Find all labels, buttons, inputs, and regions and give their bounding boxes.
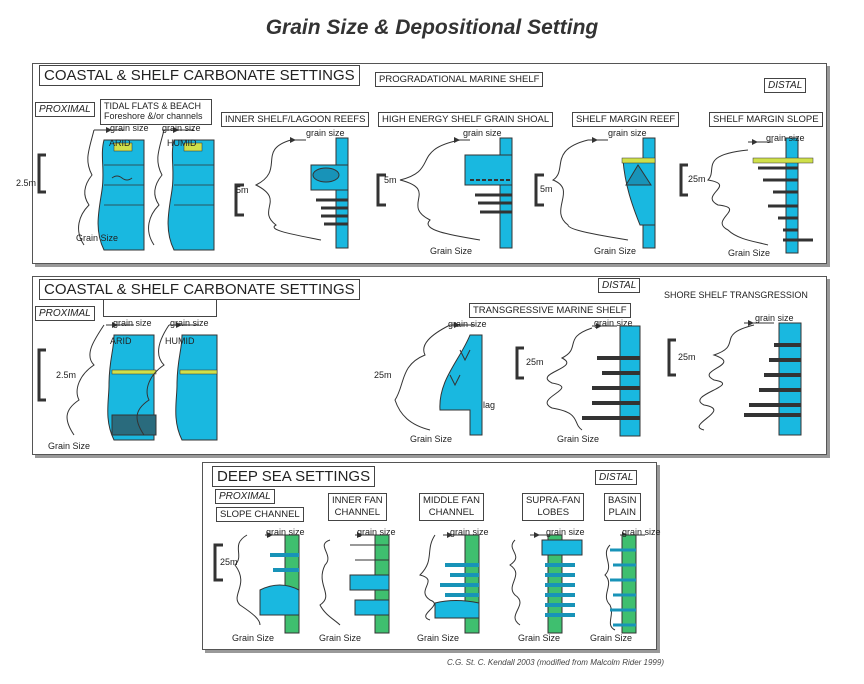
panel2-shelf-b-grain-size-top: grain size xyxy=(594,318,633,328)
panel1-title: COASTAL & SHELF CARBONATE SETTINGS xyxy=(39,65,360,86)
panel1-tidal-line2: Foreshore &/or channels xyxy=(104,111,203,121)
panel3-title: DEEP SEA SETTINGS xyxy=(212,466,376,487)
panel3-basin-grain-size-bottom: Grain Size xyxy=(590,633,633,643)
panel2-shore-label: SHORE SHELF TRANSGRESSION xyxy=(664,290,808,300)
panel2-shelf-b-drawing xyxy=(515,323,641,437)
panel-coastal-shelf-progradational xyxy=(32,63,827,264)
panel1-setting-label-1: HIGH ENERGY SHELF GRAIN SHOAL xyxy=(378,112,554,127)
panel3-inner-fan-grain-size-top: grain size xyxy=(357,527,396,537)
panel3-setting-label-4: BASIN PLAIN xyxy=(604,493,641,521)
panel2-arid-label: ARID xyxy=(110,336,132,346)
panel2-transgressive-label: TRANSGRESSIVE MARINE SHELF xyxy=(469,303,631,318)
panel2-tidal-scale: 2.5m xyxy=(56,370,77,380)
panel2-shelf-b-scale: 25m xyxy=(526,357,544,367)
panel2-shelf-b-grain-size-bottom: Grain Size xyxy=(557,434,600,444)
panel1-humid-grain-size-top: grain size xyxy=(162,123,201,133)
panel3-slope-grain-size-top: grain size xyxy=(266,527,305,537)
panel1-subtitle: PROGRADATIONAL MARINE SHELF xyxy=(375,72,544,87)
panel3-scale: 25m xyxy=(220,557,238,567)
panel1-margin-reef-grain-size-top: grain size xyxy=(608,128,647,138)
panel1-grain-shoal-grain-size-bottom: Grain Size xyxy=(430,246,473,256)
panel1-setting-label-0: INNER SHELF/LAGOON REEFS xyxy=(221,112,370,127)
panel1-margin-slope-grain-size-bottom: Grain Size xyxy=(728,248,771,258)
panel1-setting-label-2: SHELF MARGIN REEF xyxy=(572,112,680,127)
panel2-transgressive-scale: 25m xyxy=(374,370,392,380)
panel3-inner-fan-grain-size-bottom: Grain Size xyxy=(319,633,362,643)
panel3-middle-fan-grain-size-top: grain size xyxy=(450,527,489,537)
panel1-tidal-grain-size-bottom: Grain Size xyxy=(76,233,119,243)
panel2-shore-grain-size-top: grain size xyxy=(755,313,794,323)
panel1-tidal-box: TIDAL FLATS & BEACH Foreshore &/or chann… xyxy=(100,99,212,125)
panel1-setting-label-3: SHELF MARGIN SLOPE xyxy=(709,112,823,127)
panel1-proximal-label: PROXIMAL xyxy=(35,102,95,117)
panel1-margin-slope-grain-size-top: grain size xyxy=(766,133,805,143)
panel3-middle-fan-grain-size-bottom: Grain Size xyxy=(417,633,460,643)
panel1-margin-slope-scale: 25m xyxy=(688,174,706,184)
panel3-proximal-label: PROXIMAL xyxy=(215,489,275,504)
panel3-supra-fan-grain-size-bottom: Grain Size xyxy=(518,633,561,643)
panel1-margin-reef-drawing xyxy=(534,137,656,249)
panel1-inner-shelf-drawing xyxy=(234,137,349,249)
credit-line: C.G. St. C. Kendall 2003 (modified from … xyxy=(447,658,664,667)
panel1-inner-shelf-scale: 5m xyxy=(236,185,249,195)
panel2-tidal-drawing xyxy=(37,322,218,441)
panel3-supra-fan-grain-size-top: grain size xyxy=(546,527,585,537)
panel2-title: COASTAL & SHELF CARBONATE SETTINGS xyxy=(39,279,360,300)
panel2-tidal-grain-size-bottom: Grain Size xyxy=(48,441,91,451)
panel1-margin-reef-scale: 5m xyxy=(540,184,553,194)
panel1-humid-label: HUMID xyxy=(167,138,197,148)
panel2-proximal-label: PROXIMAL xyxy=(35,306,95,321)
panel1-tidal-scale: 2.5m xyxy=(16,178,37,188)
panel2-humid-grain-size-top: grain size xyxy=(170,318,209,328)
panel3-slope-grain-size-bottom: Grain Size xyxy=(232,633,275,643)
panel1-arid-label: ARID xyxy=(109,138,131,148)
panel2-transgressive-grain-size-top: grain size xyxy=(448,319,487,329)
panel1-grain-shoal-drawing xyxy=(376,137,513,249)
panel2-transgressive-drawing xyxy=(394,322,483,436)
panel2-shore-scale: 25m xyxy=(678,352,696,362)
panel3-setting-label-0: SLOPE CHANNEL xyxy=(216,507,304,522)
panel1-arid-grain-size-top: grain size xyxy=(110,123,149,133)
panel3-basin-grain-size-top: grain size xyxy=(622,527,661,537)
panel2-transgressive-grain-size-bottom: Grain Size xyxy=(410,434,453,444)
panel2-humid-label: HUMID xyxy=(165,336,195,346)
panel3-setting-label-2: MIDDLE FAN CHANNEL xyxy=(419,493,485,521)
main-title: Grain Size & Depositional Setting xyxy=(265,16,599,39)
panel1-margin-slope-drawing xyxy=(679,137,814,254)
panel3-distal-label: DISTAL xyxy=(595,470,638,485)
panel1-grain-shoal-scale: 5m xyxy=(384,175,397,185)
panel3-setting-label-1: INNER FAN CHANNEL xyxy=(328,493,387,521)
panel1-inner-shelf-grain-size-top: grain size xyxy=(306,128,345,138)
panel3-setting-label-3: SUPRA-FAN LOBES xyxy=(522,493,585,521)
panel1-distal-label: DISTAL xyxy=(764,78,807,93)
panel2-lag-label: lag xyxy=(483,400,496,410)
panel3-deep-sea-drawing xyxy=(213,532,645,634)
panel2-shore-drawing xyxy=(667,320,802,436)
panel1-margin-reef-grain-size-bottom: Grain Size xyxy=(594,246,637,256)
panel1-tidal-line1: TIDAL FLATS & BEACH xyxy=(104,101,202,111)
panel2-empty-box xyxy=(103,299,217,317)
panel2-distal-label: DISTAL xyxy=(598,278,641,293)
panel2-arid-grain-size-top: grain size xyxy=(113,318,152,328)
panel1-tidal-drawing xyxy=(37,127,215,251)
panel1-grain-shoal-grain-size-top: grain size xyxy=(463,128,502,138)
